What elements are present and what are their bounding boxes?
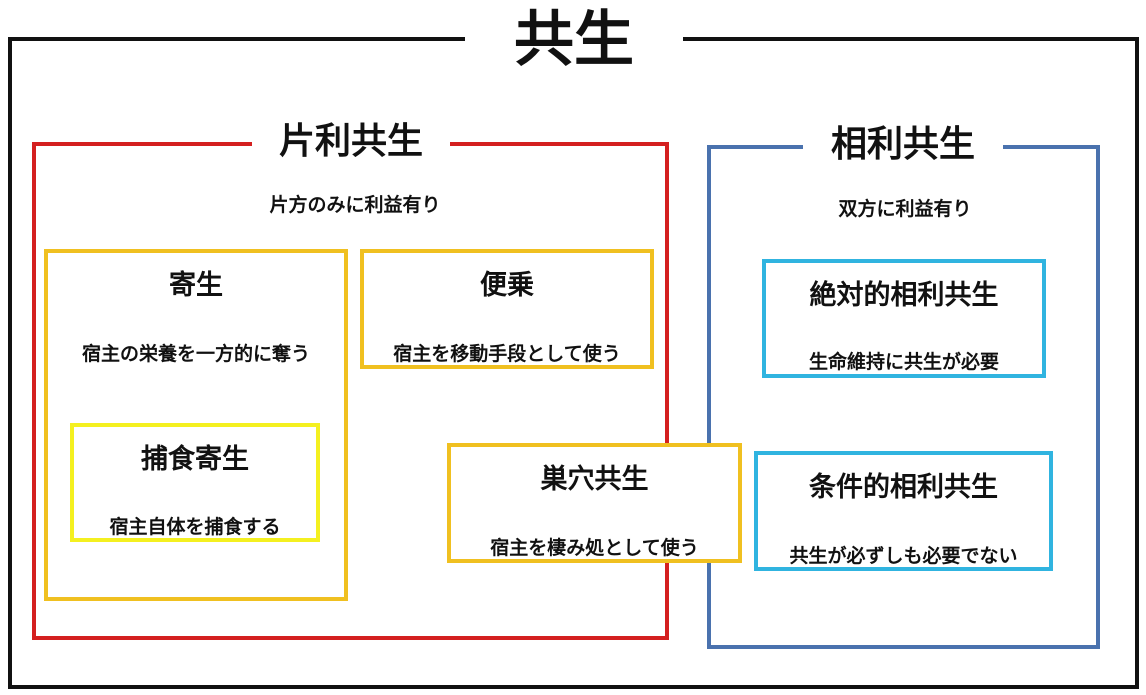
parasitism-title: 寄生 [169, 270, 223, 301]
nesting-symbiosis-box: 巣穴共生 宿主を棲み処として使う [447, 443, 742, 563]
obligate-mutualism-desc: 生命維持に共生が必要 [808, 351, 999, 373]
phoresy-box: 便乗 宿主を移動手段として使う [360, 249, 654, 369]
page-title: 共生 [465, 2, 683, 78]
nesting-symbiosis-title: 巣穴共生 [540, 464, 649, 495]
mutualism-subtitle: 双方に利益有り [838, 198, 972, 220]
phoresy-title: 便乗 [480, 270, 534, 301]
commensalism-title: 片利共生 [252, 120, 450, 164]
commensalism-subtitle: 片方のみに利益有り [269, 194, 441, 216]
predatory-parasitism-desc: 宿主自体を捕食する [109, 516, 281, 538]
parasitism-desc: 宿主の栄養を一方的に奪う [81, 343, 310, 365]
predatory-parasitism-box: 捕食寄生 宿主自体を捕食する [70, 423, 320, 542]
predatory-parasitism-title: 捕食寄生 [141, 444, 249, 475]
facultative-mutualism-box: 条件的相利共生 共生が必ずしも必要でない [754, 451, 1053, 571]
mutualism-title: 相利共生 [803, 123, 1003, 167]
obligate-mutualism-title: 絶対的相利共生 [809, 280, 999, 311]
nesting-symbiosis-desc: 宿主を棲み処として使う [490, 537, 699, 559]
obligate-mutualism-box: 絶対的相利共生 生命維持に共生が必要 [762, 259, 1046, 378]
phoresy-desc: 宿主を移動手段として使う [393, 343, 621, 365]
facultative-mutualism-title: 条件的相利共生 [809, 472, 998, 503]
facultative-mutualism-desc: 共生が必ずしも必要でない [789, 545, 1018, 567]
